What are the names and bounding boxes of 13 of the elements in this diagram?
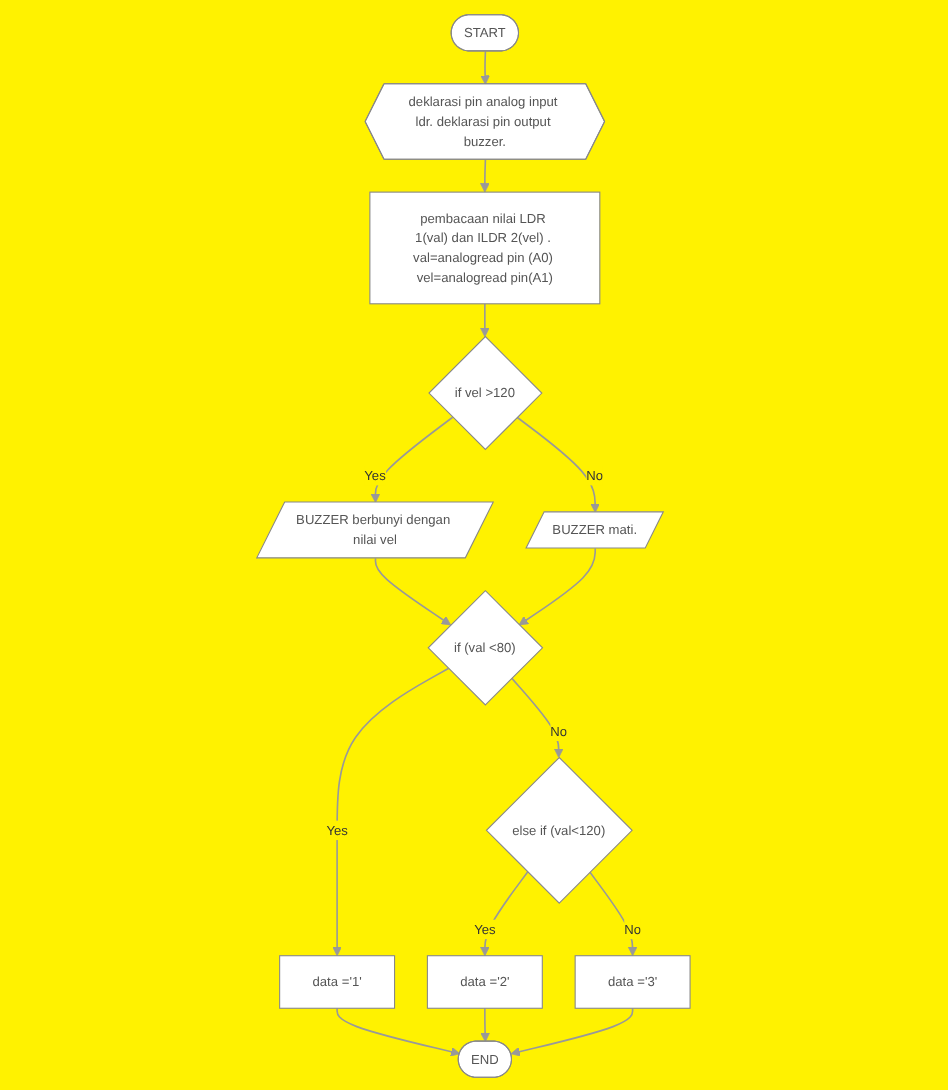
arrow <box>375 556 452 625</box>
arrow <box>332 666 450 956</box>
arrow <box>480 158 491 192</box>
arrow <box>519 546 597 625</box>
arrow <box>480 49 491 84</box>
arrow <box>516 415 601 512</box>
arrow <box>480 1006 491 1042</box>
arrow <box>480 301 491 337</box>
arrow <box>371 415 455 502</box>
arrow <box>511 1006 634 1056</box>
arrow <box>589 870 638 956</box>
arrow <box>480 870 530 956</box>
arrow <box>336 1006 461 1056</box>
